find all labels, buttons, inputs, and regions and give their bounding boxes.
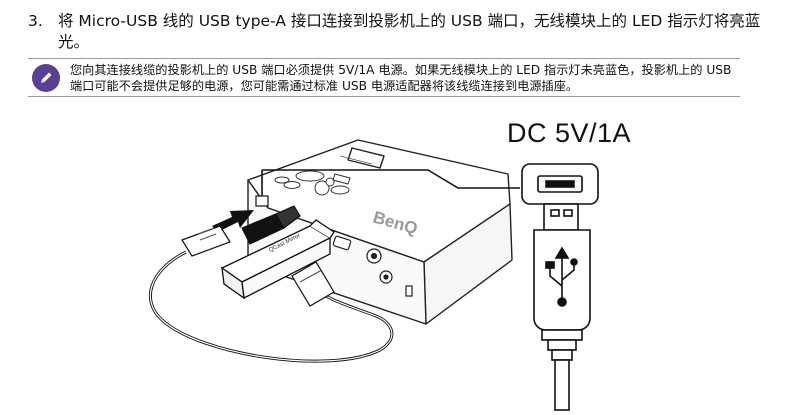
usb-a-plug: [181, 225, 231, 257]
note-text: 您向其连接线缆的投影机上的 USB 端口必须提供 5V/1A 电源。如果无线模块…: [70, 62, 732, 93]
projector-buttons: [274, 170, 351, 196]
connection-illustration: BenQ QCast Mirror: [148, 139, 599, 411]
usb-symbol-icon: [545, 246, 578, 307]
step-text: 将 Micro-USB 线的 USB type-A 接口连接到投影机上的 USB…: [58, 12, 761, 51]
usb-a-plug-module: [291, 261, 335, 307]
projector-ports: [332, 235, 413, 297]
micro-usb-plug: [241, 205, 301, 245]
insert-arrow: [212, 210, 254, 232]
wireless-module: [220, 219, 335, 300]
instruction-step: 3. 将 Micro-USB 线的 USB type-A 接口连接到投影机上的 …: [28, 11, 768, 53]
projector-vent: [347, 147, 385, 169]
enlarged-usb-port: [521, 163, 599, 205]
step-number: 3.: [28, 12, 43, 30]
enlarged-usb-plug: [533, 203, 591, 411]
pencil-icon: [32, 63, 60, 92]
power-spec-label: DC 5V/1A: [507, 118, 632, 148]
note-box: 您向其连接线缆的投影机上的 USB 端口必须提供 5V/1A 电源。如果无线模块…: [28, 58, 740, 97]
projector: [247, 139, 513, 325]
